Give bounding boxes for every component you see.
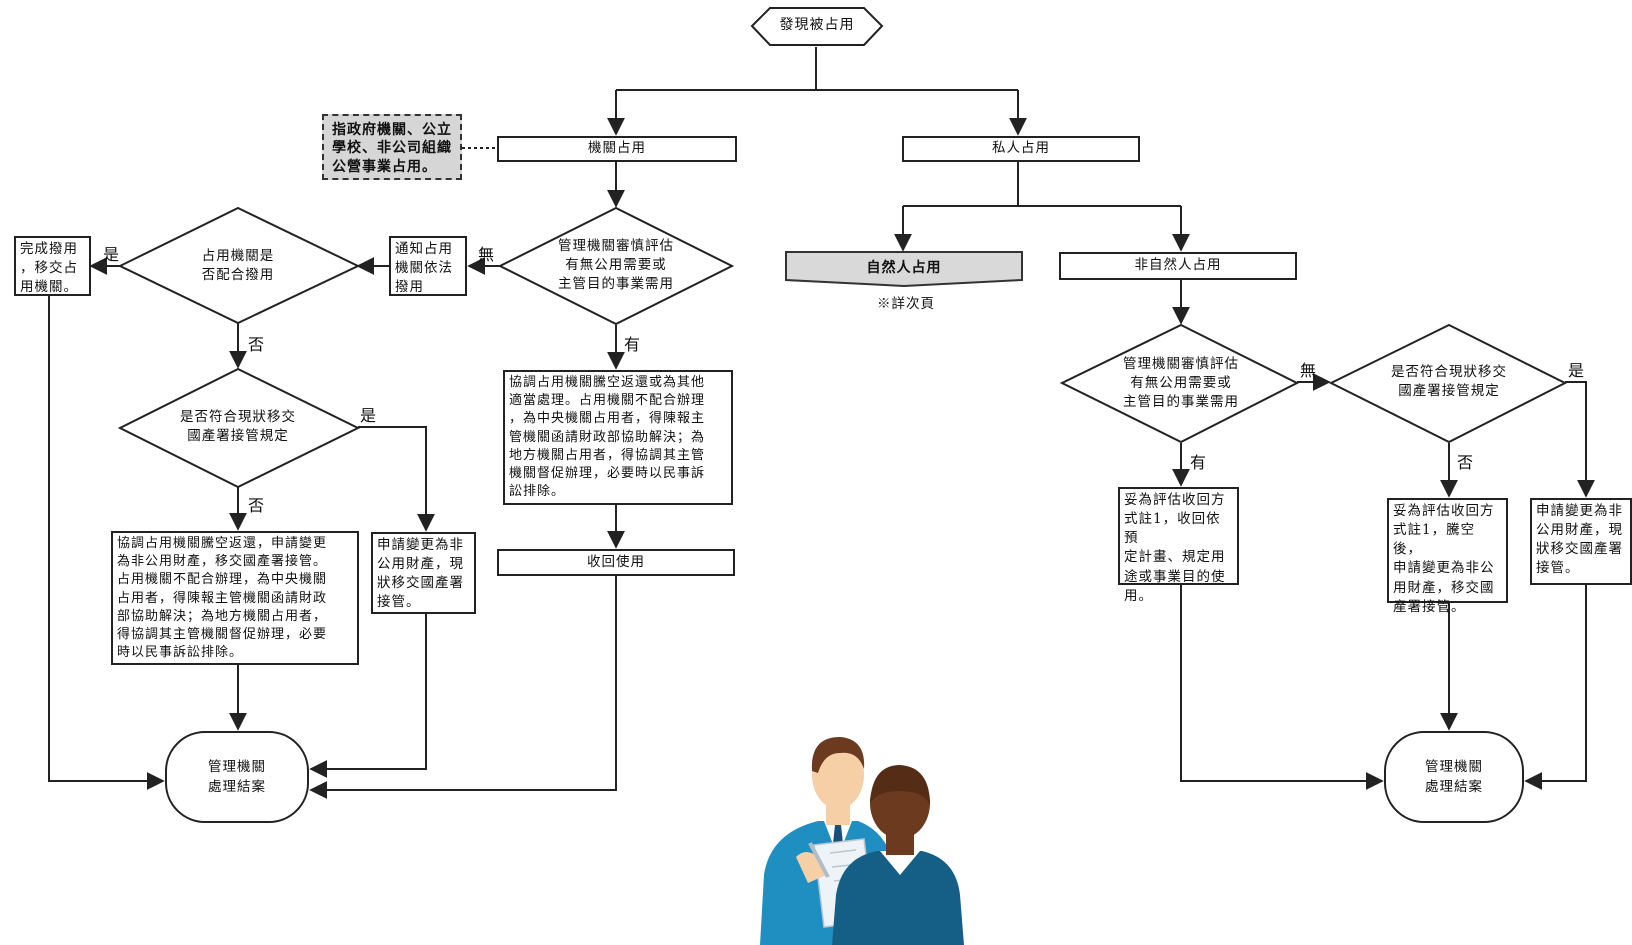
start-hexagon <box>750 7 884 46</box>
private-occupy-node: 私人占用 <box>902 136 1140 162</box>
natural-person-shape <box>785 251 1023 288</box>
label-right-assess-none: 無 <box>1300 361 1317 380</box>
right-apply-change-node: 申請變更為非 公用財產，現 狀移交國產署 接管。 <box>1530 498 1632 585</box>
right-vacate-apply-node: 妥為評估收回方 式註1，騰空後， 申請變更為非公 用財產，移交國 產署接管。 <box>1387 498 1508 615</box>
label-cooperate-no: 否 <box>248 335 265 354</box>
right-recover-plan-node: 妥為評估收回方 式註1，收回依預 定計畫、規定用 途或事業目的使 用。 <box>1118 487 1239 604</box>
right-assess-text: 管理機關審慎評估 有無公用需要或 主管目的事業需用 <box>1123 356 1239 411</box>
label-left-assess-have: 有 <box>624 335 641 354</box>
agency-note: 指政府機關、公立 學校、非公司組織 公營事業占用。 <box>322 114 462 180</box>
label-cooperate-yes: 是 <box>103 245 120 264</box>
right-transfer-decision-text: 是否符合現狀移交 國產署接管規定 <box>1391 364 1507 400</box>
right-assess-diamond <box>1059 323 1300 444</box>
label-right-transfer-yes: 是 <box>1568 361 1585 380</box>
cooperate-decision-text: 占用機關是 否配合撥用 <box>201 248 275 284</box>
label-right-assess-have: 有 <box>1190 453 1207 472</box>
recover-use-node: 收回使用 <box>497 549 735 576</box>
right-end-node: 管理機關 處理結案 <box>1384 731 1524 823</box>
complete-transfer-node: 完成撥用 ，移交占 用機關。 <box>14 236 91 296</box>
left-assess-text: 管理機關審慎評估 有無公用需要或 主管目的事業需用 <box>558 238 674 293</box>
natural-person-node: 自然人占用 <box>866 260 942 276</box>
two-businessmen-icon <box>760 737 964 945</box>
left-transfer-decision-text: 是否符合現狀移交 國產署接管規定 <box>180 409 296 445</box>
left-end-node: 管理機關 處理結案 <box>165 731 309 823</box>
label-left-transfer-no: 否 <box>248 496 265 515</box>
see-next-page-note: ※詳次頁 <box>877 296 935 312</box>
agency-occupy-node: 機關占用 <box>497 136 737 162</box>
mid-coordinate-node: 協調占用機關騰空返還或為其他 適當處理。占用機關不配合辦理 ，為中央機關占用者，… <box>503 370 733 505</box>
left-coordinate-node: 協調占用機關騰空返還，申請變更 為非公用財產，移交國產署接管。 占用機關不配合辦… <box>111 531 359 665</box>
notify-node: 通知占用 機關依法 撥用 <box>389 236 467 296</box>
left-apply-change-node: 申請變更為非 公用財產，現 狀移交國產署 接管。 <box>371 532 476 614</box>
label-left-assess-none: 無 <box>478 245 495 264</box>
label-left-transfer-yes: 是 <box>360 406 377 425</box>
left-assess-diamond <box>497 206 735 326</box>
cooperate-diamond <box>117 206 361 325</box>
start-node: 發現被占用 <box>779 17 855 33</box>
label-right-transfer-no: 否 <box>1457 453 1474 472</box>
non-natural-person-node: 非自然人占用 <box>1059 252 1297 280</box>
right-transfer-diamond <box>1328 323 1568 444</box>
left-transfer-diamond <box>117 367 361 489</box>
